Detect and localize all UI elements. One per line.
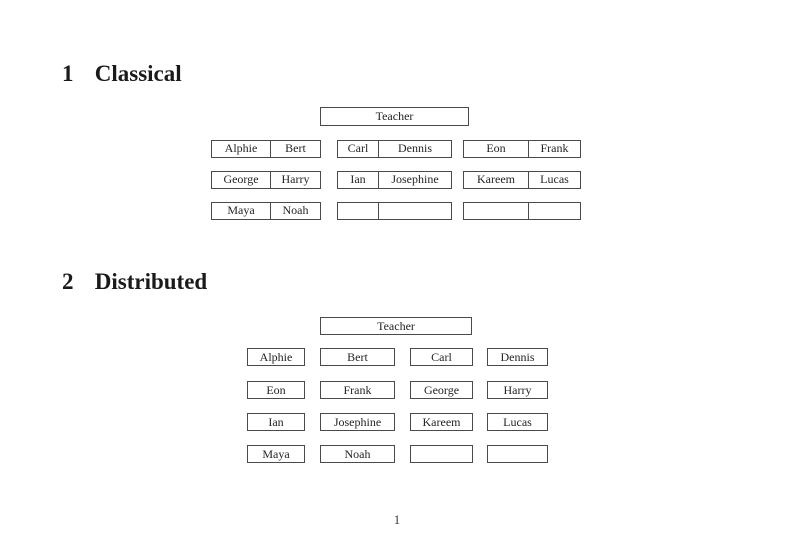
desk: Kareem Lucas [463, 171, 581, 189]
seat-box: Dennis [487, 348, 548, 366]
desk-seat-left: Alphie [212, 141, 271, 157]
desk [337, 202, 452, 220]
desk-seat-right [379, 203, 451, 219]
seat-box: Frank [320, 381, 395, 399]
seat-box: Kareem [410, 413, 473, 431]
seat-box: Josephine [320, 413, 395, 431]
desk-seat-right: Lucas [540, 172, 569, 186]
desk-seat-left: Carl [338, 141, 379, 157]
desk-seat-left: Kareem [464, 172, 529, 188]
desk-seat-left: George [212, 172, 271, 188]
page-number: 1 [393, 512, 401, 527]
desk-seat-right [529, 203, 580, 219]
seat-box: Harry [487, 381, 548, 399]
desk [463, 202, 581, 220]
seat-box [410, 445, 473, 463]
section-title: Distributed [94, 269, 208, 294]
section-heading-classical: 1 Classical [62, 62, 182, 85]
seat-box: Alphie [247, 348, 305, 366]
desk-seat-right: Frank [540, 141, 569, 155]
seat-box: Maya [247, 445, 305, 463]
seat-box: Ian [247, 413, 305, 431]
section-title: Classical [94, 61, 182, 86]
desk: Alphie Bert [211, 140, 321, 158]
desk-seat-right: Bert [285, 141, 306, 155]
desk-seat-left: Eon [464, 141, 529, 157]
desk: George Harry [211, 171, 321, 189]
teacher-box: Teacher [320, 317, 472, 335]
section-number: 1 [62, 61, 74, 86]
desk-seat-left [338, 203, 379, 219]
desk-seat-right: Harry [281, 172, 310, 186]
desk-seat-right: Dennis [398, 141, 432, 155]
desk: Maya Noah [211, 202, 321, 220]
seat-box: Eon [247, 381, 305, 399]
section-number: 2 [62, 269, 74, 294]
seat-box [487, 445, 548, 463]
desk-seat-right: Noah [282, 203, 309, 217]
teacher-box: Teacher [320, 107, 469, 126]
desk: Eon Frank [463, 140, 581, 158]
desk: Ian Josephine [337, 171, 452, 189]
seat-box: George [410, 381, 473, 399]
seat-box: Carl [410, 348, 473, 366]
seat-box: Lucas [487, 413, 548, 431]
desk: Carl Dennis [337, 140, 452, 158]
desk-seat-left: Maya [212, 203, 271, 219]
seat-box: Noah [320, 445, 395, 463]
section-heading-distributed: 2 Distributed [62, 270, 207, 293]
desk-seat-left [464, 203, 529, 219]
desk-seat-left: Ian [338, 172, 379, 188]
seat-box: Bert [320, 348, 395, 366]
desk-seat-right: Josephine [391, 172, 439, 186]
